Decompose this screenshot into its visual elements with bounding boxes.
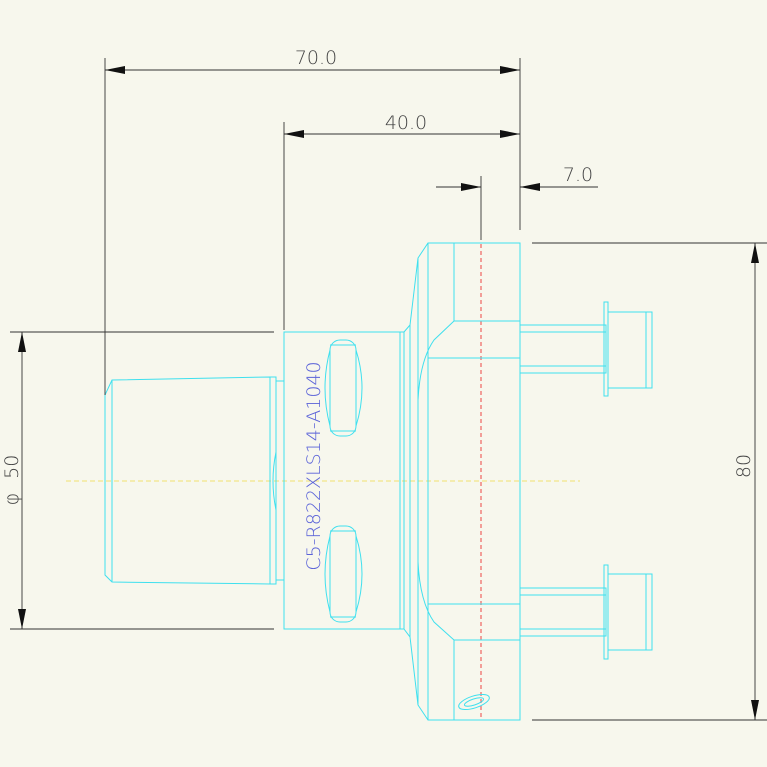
- dimension-overall-length: 70.0: [104, 47, 521, 395]
- diameter-value: 50: [1, 455, 23, 479]
- coupling-body: [283, 331, 405, 630]
- height-value: 80: [733, 454, 755, 478]
- overall-length-value: 70.0: [295, 47, 337, 69]
- head: [403, 242, 521, 721]
- dimension-slot-offset: 7.0: [436, 164, 598, 240]
- part-designation: C5-R822XLS14-A1040: [303, 361, 325, 570]
- dimension-flange-offset: 40.0: [283, 112, 520, 330]
- clamp-screw-upper: [519, 301, 653, 397]
- diameter-symbol: φ: [1, 493, 23, 506]
- slot-offset-value: 7.0: [563, 164, 593, 186]
- flange-offset-value: 40.0: [385, 112, 427, 134]
- dimension-height: 80: [532, 242, 767, 721]
- clamp-screw-lower: [519, 564, 653, 660]
- diameter-label: φ 50: [1, 455, 23, 506]
- dimension-diameter: φ 50: [1, 331, 274, 630]
